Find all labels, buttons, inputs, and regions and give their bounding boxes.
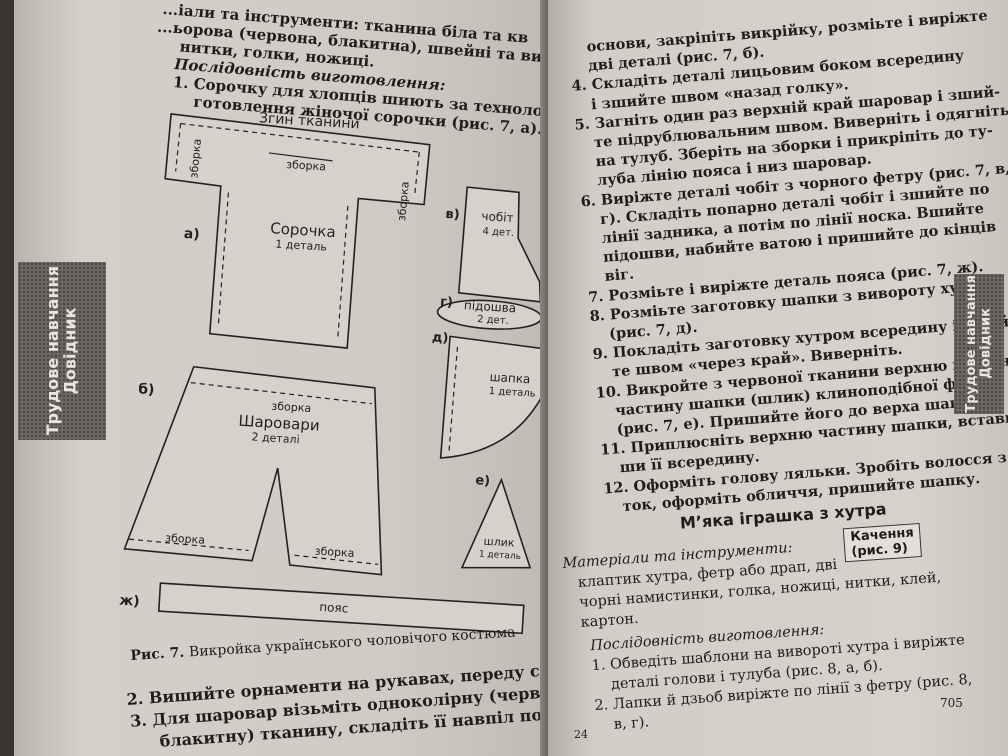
trousers-letter: б) [138, 381, 155, 398]
left-page-number: 24 [574, 728, 588, 741]
shirt-pattern [164, 113, 431, 349]
caption-number: Рис. 7. [130, 644, 185, 664]
boot-letter: в) [445, 207, 460, 223]
cone-letter: е) [475, 473, 491, 489]
trousers-gather-left: зборка [165, 531, 205, 546]
boot-pattern [457, 186, 542, 303]
trousers-pattern [123, 365, 383, 576]
cone-name: шлик [483, 535, 515, 550]
shirt-gather-left: зборка [187, 138, 204, 179]
hat-name: шапка [489, 370, 531, 386]
cone-pattern [460, 477, 532, 569]
hat-count: 1 деталь [488, 386, 536, 400]
shirt-gather-top: зборка [286, 158, 326, 173]
body-line: віг. [604, 265, 635, 286]
trousers-count: 2 деталі [251, 430, 300, 446]
belt-letter: ж) [119, 593, 140, 610]
boot-count: 4 дет. [482, 226, 514, 239]
shirt-letter: а) [183, 226, 200, 243]
step-line: в, г). [613, 714, 650, 733]
shirt-count: 1 деталь [275, 238, 327, 254]
pattern-figure: Згин тканини зборка зборка зборка Сорочк… [119, 110, 554, 635]
belt-pattern [157, 582, 525, 635]
shirt-name: Сорочка [270, 219, 336, 241]
trousers-gather-right: зборка [314, 545, 354, 560]
left-page: ...іали та інструменти: тканина біла та … [14, 0, 554, 756]
hat-letter: д) [432, 330, 449, 346]
cone-count: 1 деталь [479, 550, 522, 563]
belt-name: пояс [319, 600, 349, 616]
side-tab-title: Трудове навчання [963, 275, 979, 413]
right-page-number: 705 [940, 696, 963, 710]
right-page: основи, закріпіть викрійку, розміьте і в… [548, 0, 1008, 756]
shirt-gather-right: зборка [395, 181, 412, 222]
sole-count: 2 дет. [477, 314, 509, 327]
section-badge: Качення (рис. 9) [842, 522, 923, 563]
fold-label: Згин тканини [259, 110, 361, 132]
trousers-name: Шаровари [238, 412, 320, 435]
materials-line: картон. [580, 610, 640, 631]
sole-name: підошва [464, 298, 517, 315]
sole-letter: г) [440, 295, 454, 311]
trousers-gather-top: зборка [271, 400, 311, 415]
side-tab-subtitle: Довідник [978, 308, 993, 380]
hat-pattern [439, 335, 554, 459]
boot-name: чобіт [481, 209, 514, 225]
body-line: основи, закріпіть викрійку, розміьте і в… [585, 7, 989, 56]
